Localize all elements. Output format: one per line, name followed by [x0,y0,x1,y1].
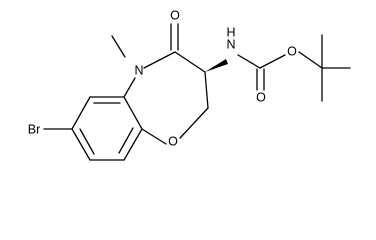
ring-inner-bond-2 [118,127,134,154]
ring-bond-c3-c4 [123,96,143,130]
ring-inner-bond-3 [79,128,95,155]
substituents [43,23,228,130]
label-n-ring: N [134,63,143,77]
label-o-ring: O [168,134,178,148]
bond-o-ar [141,128,167,145]
bond-n-carbonyl-c [143,51,176,69]
atom-labels: Br O N O N H O O [28,8,297,148]
label-n-amide: N [226,37,235,51]
label-o-carbamate-double: O [256,90,266,104]
wedge-bond-chiral-nh [205,59,228,72]
benzene-ring [71,96,143,161]
oxazepine-ring [123,51,209,145]
label-br: Br [28,122,41,136]
bond-ch2-o [179,107,209,139]
bond-chiral-c-ch2 [204,71,209,109]
boc-group [237,34,351,102]
bond-ar-n [123,77,136,98]
bond-carbonyl-c-chiral-c [174,51,206,73]
ring-bond-c1-c2 [71,96,91,130]
ring-bond-c6-c1 [71,128,91,161]
bond-o-tbu-c [298,51,323,69]
label-o-carbamate-single: O [287,44,297,58]
bond-nh-carbamate-c [237,54,261,69]
ring-bond-c4-c5 [123,128,143,161]
label-o-carbonyl: O [170,8,180,22]
bond-carbamate-c-o-single [259,54,286,69]
chemical-structure-diagram: Br O N O N H O O [28,8,351,161]
bond-n-methyl [111,35,126,58]
label-h-amide: H [226,25,235,39]
